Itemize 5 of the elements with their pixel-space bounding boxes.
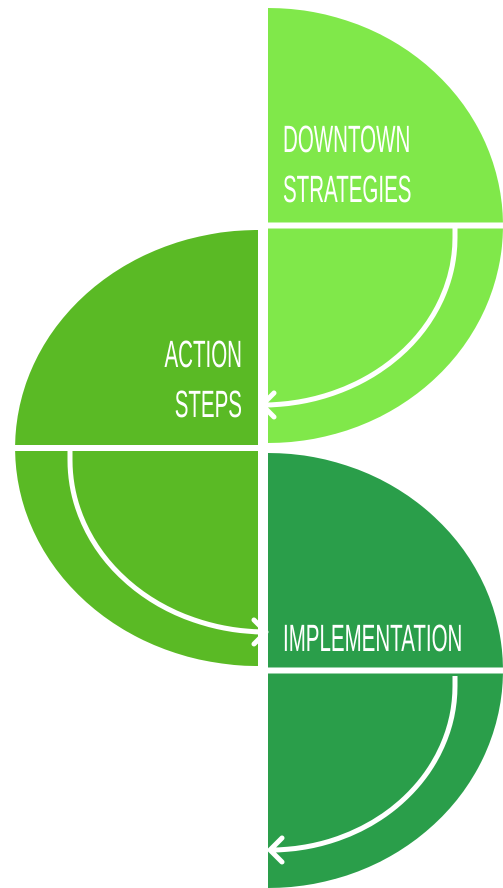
- step-title: IMPLEMENTATION: [283, 617, 464, 662]
- step-title: ACTION STEPS: [163, 333, 242, 428]
- curved-arrow: [68, 450, 268, 646]
- curved-arrow: [268, 676, 458, 864]
- step-title: DOWNTOWN STRATEGIES: [283, 118, 412, 213]
